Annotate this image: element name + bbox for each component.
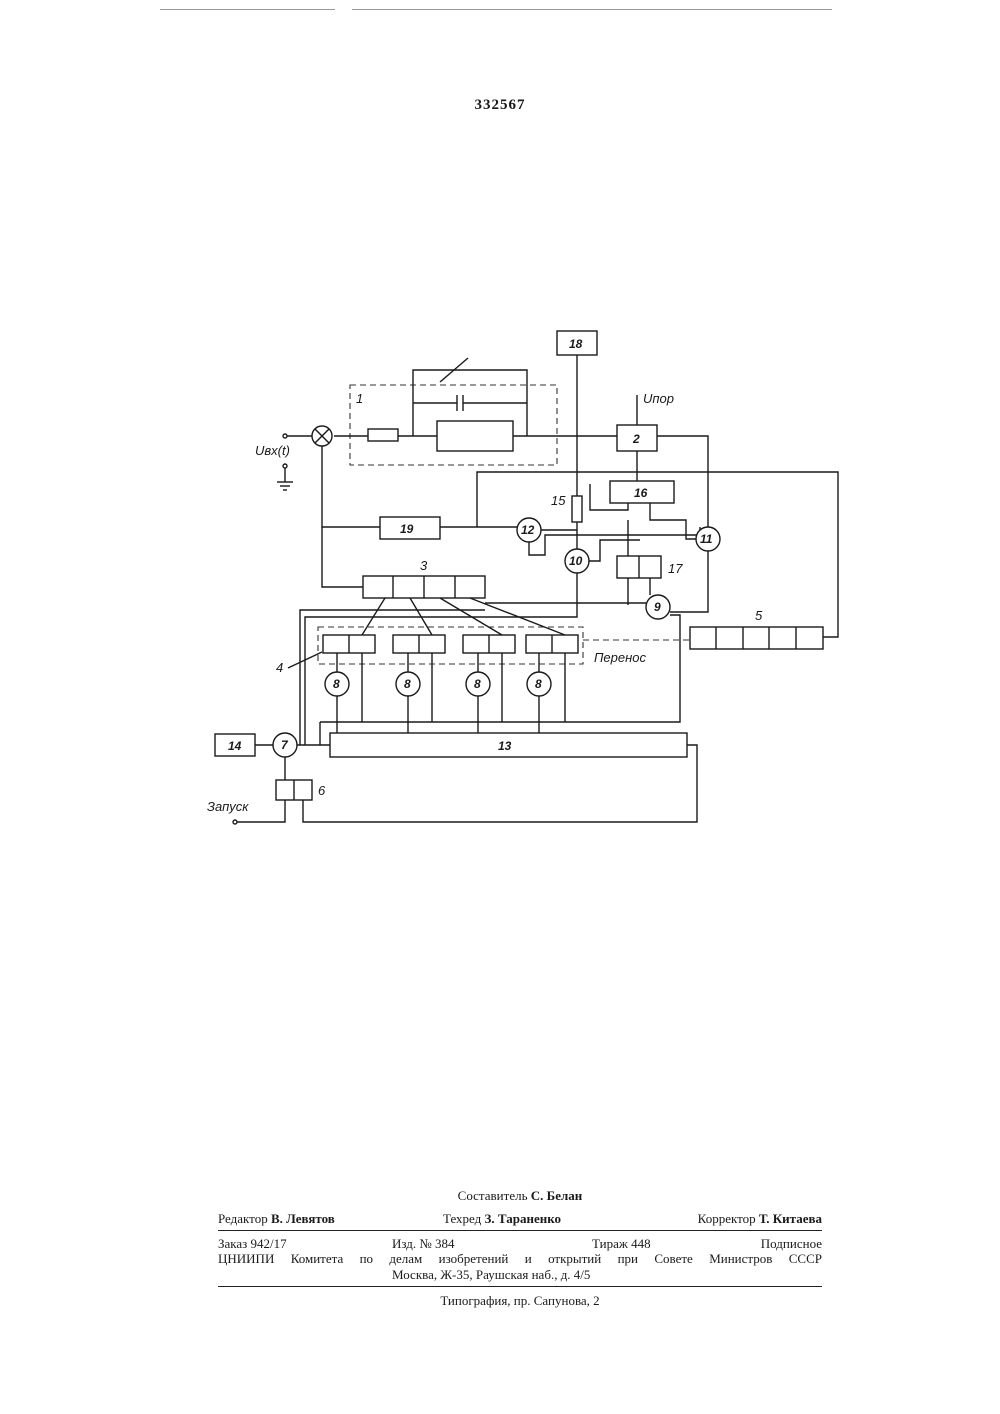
techred-label: Техред [443, 1211, 481, 1226]
address-row: Москва, Ж-35, Раушская наб., д. 4/5 [392, 1267, 822, 1283]
subscription: Подписное [761, 1236, 822, 1252]
block-6-label: 6 [318, 783, 326, 798]
techred-name: З. Тараненко [485, 1211, 562, 1226]
editor-name: В. Левятов [271, 1211, 335, 1226]
block-14-label: 14 [228, 739, 242, 753]
register-3-label: 3 [420, 558, 428, 573]
compiler-name: С. Белан [531, 1188, 583, 1203]
edition-number: Изд. № 384 [392, 1236, 455, 1252]
block-2-label: 2 [632, 432, 640, 446]
resistor-15-label: 15 [551, 493, 566, 508]
printer-row: Типография, пр. Сапунова, 2 [218, 1293, 822, 1309]
institute-row: ЦНИИПИ Комитета по делам изобретений и о… [218, 1251, 822, 1267]
wire [322, 527, 363, 587]
block-10-label: 10 [569, 554, 583, 568]
block-9-label: 9 [654, 600, 661, 614]
corrector-label: Корректор [698, 1211, 756, 1226]
resistor [368, 429, 398, 441]
block-8-c-label: 8 [474, 677, 481, 691]
block-18-label: 18 [569, 337, 583, 351]
compiler-label: Составитель [458, 1188, 528, 1203]
wire [320, 615, 680, 722]
imprint-rule-bottom [218, 1286, 822, 1287]
compiler-row: Составитель С. Белан [218, 1188, 822, 1204]
block-8-d-label: 8 [535, 677, 542, 691]
start-terminal [233, 820, 237, 824]
block-17-label: 17 [668, 561, 683, 576]
start-label: Запуск [207, 799, 249, 814]
threshold-label: Uпор [643, 391, 674, 406]
block-12-label: 12 [521, 523, 535, 537]
counter-13-label: 13 [498, 739, 512, 753]
wire [322, 446, 380, 527]
ground-terminal [283, 464, 287, 468]
input-voltage-label: Uвх(t) [255, 443, 290, 458]
integrator-amplifier [437, 421, 513, 451]
block-diagram: 18 1 Uвх(t) 2 Uпор 16 15 19 12 [0, 0, 1000, 900]
register-5-label: 5 [755, 608, 763, 623]
block-8-b-label: 8 [404, 677, 411, 691]
block-8-a-label: 8 [333, 677, 340, 691]
block-16-label: 16 [634, 486, 648, 500]
order-number: Заказ 942/17 [218, 1236, 287, 1252]
unit-1-label: 1 [356, 391, 363, 406]
resistor-15 [572, 496, 582, 522]
group-4-label: 4 [276, 660, 283, 675]
circulation: Тираж 448 [592, 1236, 651, 1252]
editor-credit: Редактор В. Левятов [218, 1211, 335, 1227]
register-5 [690, 627, 823, 649]
techred-credit: Техред З. Тараненко [443, 1211, 561, 1227]
input-terminal [283, 434, 287, 438]
wire [529, 527, 700, 555]
wire [650, 503, 696, 539]
block-19-label: 19 [400, 522, 414, 536]
imprint-rule-top [218, 1230, 822, 1231]
carry-label: Перенос [594, 650, 646, 665]
corrector-credit: Корректор Т. Китаева [698, 1211, 822, 1227]
block-11-label: 11 [700, 532, 713, 546]
corrector-name: Т. Китаева [759, 1211, 822, 1226]
editor-label: Редактор [218, 1211, 268, 1226]
